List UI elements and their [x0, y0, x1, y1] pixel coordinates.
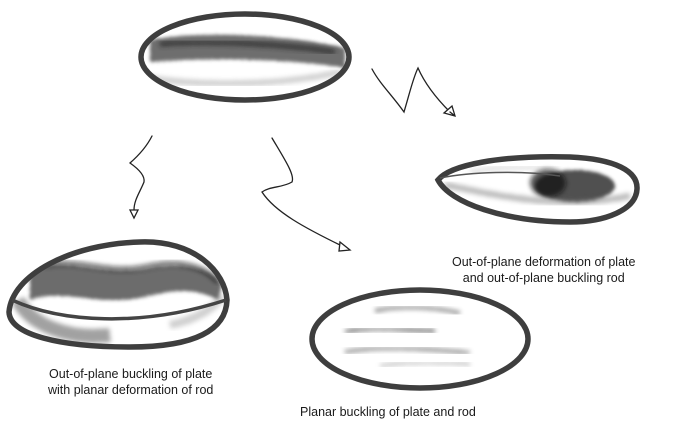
plate-out-of-plane-buckling: [9, 242, 227, 347]
caption-out-of-plane-deformation: Out-of-plane deformation of plate and ou…: [452, 254, 635, 286]
caption-out-of-plane-buckling: Out-of-plane buckling of plate with plan…: [48, 366, 213, 398]
caption-line: Out-of-plane deformation of plate: [452, 254, 635, 270]
arrow-to-top-right: [372, 68, 455, 116]
caption-line: Out-of-plane buckling of plate: [48, 366, 213, 382]
plate-original: [141, 14, 349, 100]
plate-planar-buckling: [312, 290, 528, 388]
caption-line: with planar deformation of rod: [48, 382, 213, 398]
caption-planar-buckling: Planar buckling of plate and rod: [300, 404, 476, 420]
arrow-to-left: [130, 136, 152, 218]
plate-out-of-plane-deformation: [438, 157, 637, 222]
caption-line: and out-of-plane buckling rod: [452, 270, 635, 286]
caption-line: Planar buckling of plate and rod: [300, 404, 476, 420]
arrow-to-bottom: [262, 138, 350, 251]
